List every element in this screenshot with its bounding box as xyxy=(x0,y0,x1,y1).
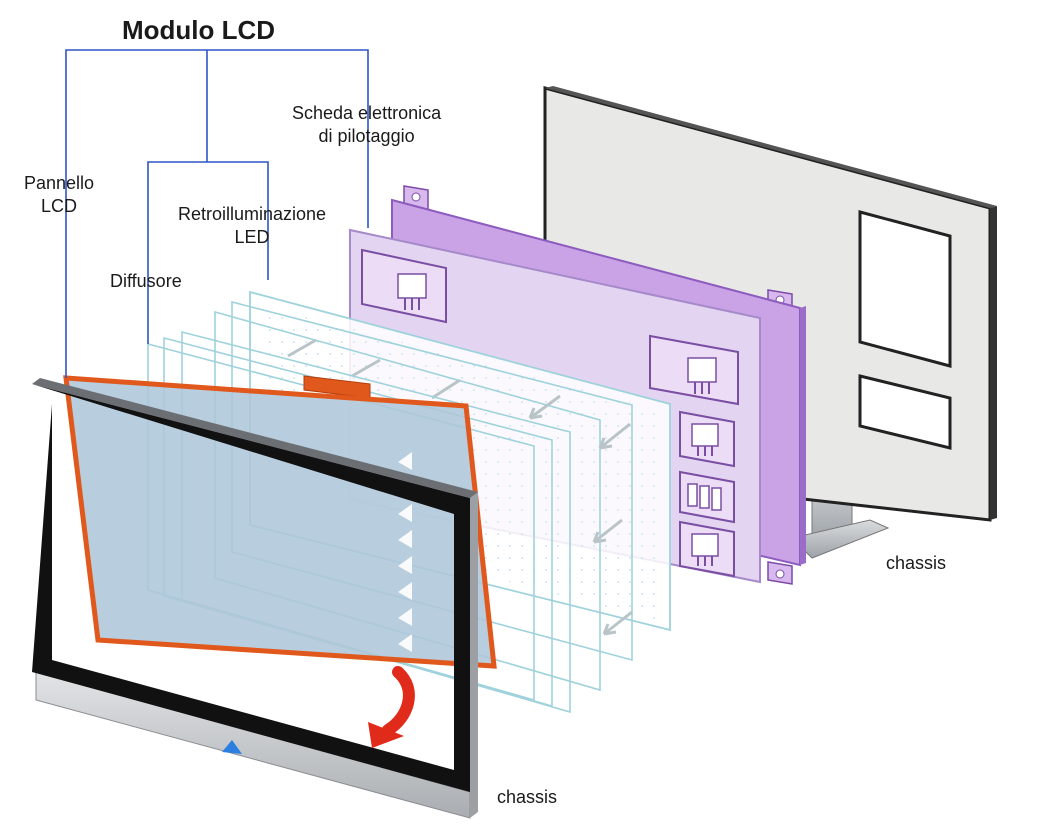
connector-icon xyxy=(649,334,739,406)
front-chassis xyxy=(32,378,478,819)
connector-icon xyxy=(679,520,735,578)
front-chassis-bezel-edge xyxy=(32,378,478,498)
curved-arrow-down-icon xyxy=(368,666,415,748)
connector-icon xyxy=(679,410,735,468)
label-pannello-lcd: Pannello LCD xyxy=(24,173,95,216)
lcd-panel-body xyxy=(63,375,497,669)
lcd-panel xyxy=(63,375,497,669)
connector-icon xyxy=(679,470,735,524)
back-chassis-edge xyxy=(545,86,997,208)
label-scheda-elettronica: Scheda elettronica di pilotaggio xyxy=(292,103,442,146)
leader-lines xyxy=(65,49,369,378)
connector-icon xyxy=(361,248,447,324)
label-retroilluminazione-led: Retroilluminazione LED xyxy=(178,204,327,247)
driver-board-edge xyxy=(800,306,806,565)
label-chassis-front: chassis xyxy=(497,787,558,807)
back-chassis-side xyxy=(990,206,997,520)
front-chassis-bezel xyxy=(32,384,470,792)
back-chassis-window-large xyxy=(858,210,952,368)
light-direction-arrows xyxy=(287,338,633,636)
diagram-title: Modulo LCD xyxy=(122,15,276,45)
label-chassis-back: chassis xyxy=(886,553,947,573)
triangle-up-icon xyxy=(222,740,242,754)
label-diffusore: Diffusore xyxy=(110,271,182,291)
front-chassis-bezel-side xyxy=(470,492,478,818)
back-chassis-window-small xyxy=(858,374,952,450)
